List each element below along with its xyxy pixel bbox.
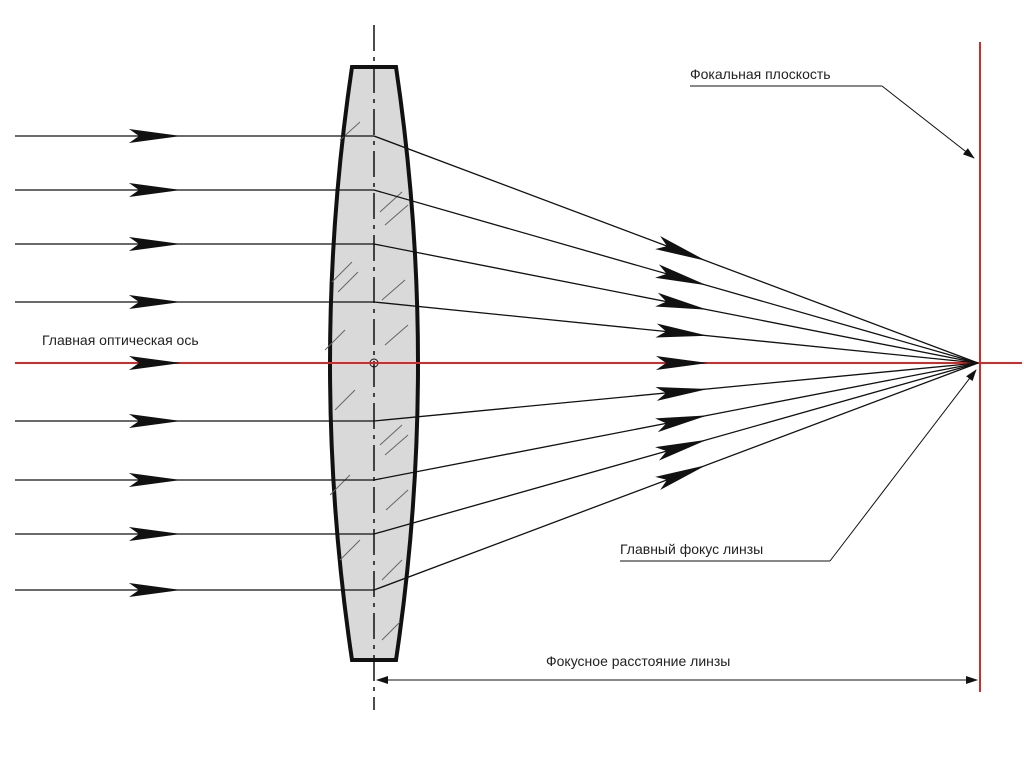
- main-focus-label: Главный фокус линзы: [620, 541, 763, 557]
- incident-ray-arrow: [129, 183, 181, 197]
- main-focus-leader-arrow: [829, 369, 977, 562]
- lens: [324, 25, 420, 710]
- focal-plane-label: Фокальная плоскость: [690, 66, 831, 82]
- focal-plane-leader-arrow: [881, 85, 975, 159]
- light-rays: [15, 129, 979, 597]
- refracted-ray-arrow: [655, 292, 708, 310]
- refracted-ray-arrow: [655, 439, 708, 461]
- refracted-ray-arrow: [655, 386, 708, 401]
- refracted-ray-arrow: [655, 415, 708, 433]
- refracted-ray-arrow: [655, 264, 707, 286]
- refracted-ray-arrow: [656, 356, 708, 370]
- incident-ray-arrow: [129, 356, 181, 370]
- incident-ray-arrow: [129, 527, 181, 541]
- incident-ray-arrow: [129, 473, 181, 487]
- main-optical-axis-label: Главная оптическая ось: [42, 332, 199, 348]
- focal-distance-label: Фокусное расстояние линзы: [546, 653, 730, 669]
- incident-ray-arrow: [129, 414, 181, 428]
- incident-ray-arrow: [129, 237, 181, 251]
- refracted-ray-arrow: [655, 323, 708, 338]
- refracted-ray-arrow: [655, 236, 707, 261]
- incident-ray-arrow: [129, 129, 181, 143]
- incident-ray-arrow: [129, 583, 181, 597]
- lens-glass-hatch: [324, 121, 409, 641]
- refracted-ray-arrow: [655, 465, 707, 490]
- incident-ray-arrow: [129, 295, 181, 309]
